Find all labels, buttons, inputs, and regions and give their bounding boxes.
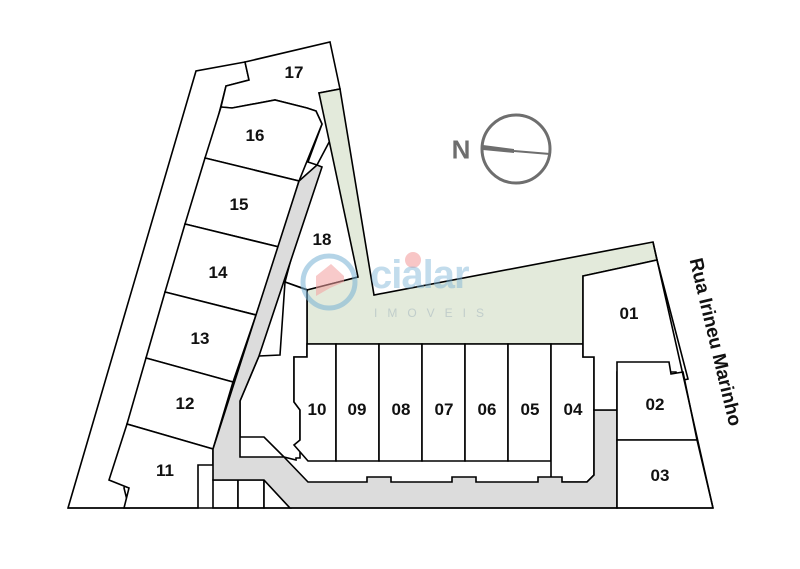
lot-label-18: 18 [312, 230, 332, 249]
lot-label-02: 02 [645, 395, 665, 414]
lot-label-11: 11 [156, 461, 174, 480]
lot-label-16: 16 [245, 126, 265, 145]
compass-icon [480, 113, 552, 185]
lot-label-04: 04 [563, 400, 583, 419]
lot-label-12: 12 [175, 394, 195, 413]
watermark-subtitle: IMOVEIS [374, 306, 495, 320]
lot-label-06: 06 [477, 400, 497, 419]
lot-label-09: 09 [347, 400, 367, 419]
lot-label-01: 01 [619, 304, 639, 323]
lot-label-07: 07 [434, 400, 454, 419]
lot-label-05: 05 [520, 400, 540, 419]
street-edge [652, 241, 714, 509]
lot-label-10: 10 [307, 400, 327, 419]
lot-label-14: 14 [208, 263, 228, 282]
lot-label-13: 13 [190, 329, 210, 348]
lot-label-17: 17 [284, 63, 304, 82]
service-cell-1 [212, 479, 239, 509]
compass-label: N [451, 134, 471, 165]
watermark-brand: cialar [370, 253, 470, 297]
watermark-logo-icon [300, 253, 358, 311]
lot-label-08: 08 [391, 400, 411, 419]
service-cell-2 [237, 479, 265, 509]
lot-label-03: 03 [650, 466, 670, 485]
lot-label-15: 15 [229, 195, 249, 214]
watermark-dot-icon [405, 252, 421, 268]
